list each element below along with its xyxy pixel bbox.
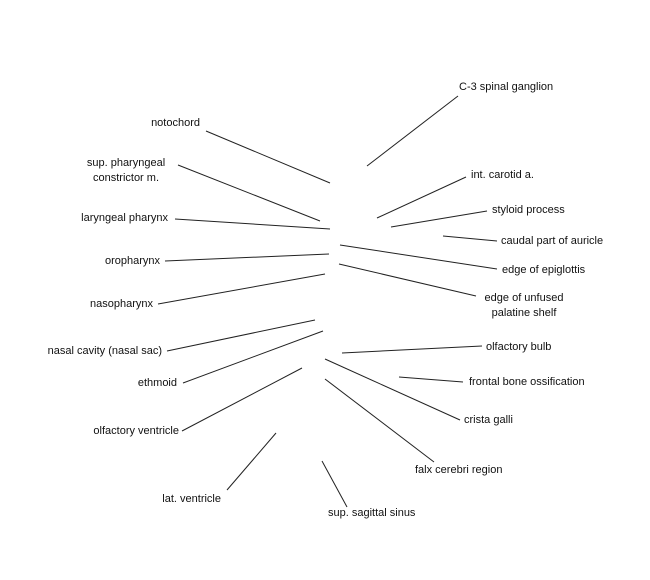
leader-int-carotid (376, 176, 467, 219)
label-lat-ventricle: lat. ventricle (162, 493, 221, 505)
label-sup-pharyngeal-constrictor: sup. pharyngeal constrictor m. (86, 157, 166, 184)
leader-crista-galli (324, 358, 461, 421)
leader-styloid-process (390, 210, 488, 228)
label-notochord: notochord (151, 117, 200, 129)
label-c3-spinal-ganglion: C-3 spinal ganglion (459, 81, 554, 93)
label-nasopharynx: nasopharynx (90, 298, 153, 310)
leader-sup-pharyngeal (177, 164, 321, 222)
leader-ethmoid (182, 330, 324, 384)
leader-laryngeal-pharynx (174, 218, 331, 230)
leader-nasal-cavity (166, 319, 316, 352)
leader-oropharynx (164, 253, 330, 262)
label-styloid-process: styloid process (492, 204, 565, 216)
leader-olfactory-ventricle (181, 367, 303, 432)
leader-frontal-bone (398, 376, 464, 383)
label-falx-cerebri-region: falx cerebri region (415, 464, 503, 476)
label-laryngeal-pharynx: laryngeal pharynx (81, 212, 168, 224)
leader-edge-epiglottis (339, 244, 498, 270)
label-edge-epiglottis: edge of epiglottis (502, 264, 586, 276)
leader-sup-sagittal-sinus (321, 460, 348, 508)
label-ethmoid: ethmoid (137, 377, 177, 389)
leader-caudal-auricle (442, 235, 498, 242)
label-crista-galli: crista galli (464, 414, 513, 426)
label-olfactory-bulb: olfactory bulb (486, 341, 552, 353)
label-nasal-cavity: nasal cavity (nasal sac) (47, 345, 162, 357)
leader-falx-cerebri (324, 378, 435, 463)
label-caudal-part-auricle: caudal part of auricle (501, 235, 604, 247)
leader-lat-ventricle (226, 432, 277, 491)
label-int-carotid: int. carotid a. (471, 169, 534, 181)
label-frontal-bone-ossification: frontal bone ossification (469, 376, 585, 388)
leader-nasopharynx (157, 273, 326, 305)
leader-edge-palatine (338, 263, 477, 297)
leader-notochord (205, 130, 331, 184)
label-olfactory-ventricle: olfactory ventricle (93, 425, 179, 437)
label-oropharynx: oropharynx (104, 255, 160, 267)
label-sup-sagittal-sinus: sup. sagittal sinus (328, 507, 416, 519)
label-edge-palatine-shelf: edge of unfused palatine shelf (484, 292, 564, 319)
leader-c3-spinal-ganglion (366, 95, 459, 167)
leader-olfactory-bulb (341, 345, 483, 354)
